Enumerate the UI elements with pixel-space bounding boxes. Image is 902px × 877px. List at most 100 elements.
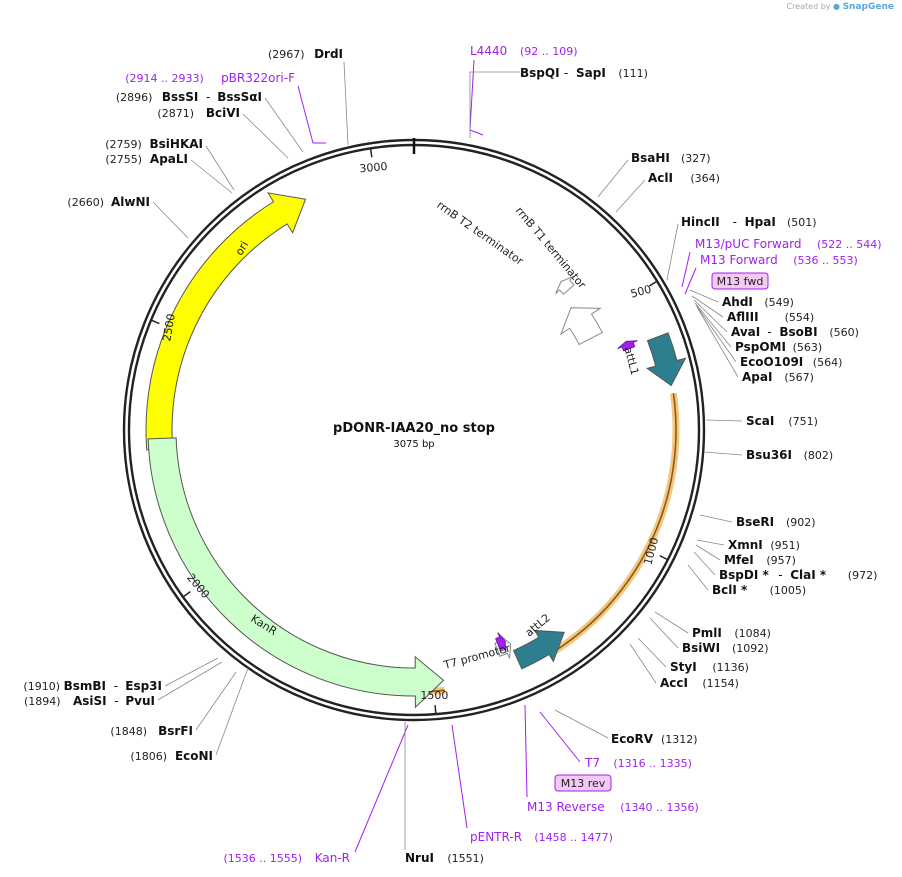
primer-box-m13-rev[interactable]: M13 rev — [554, 774, 612, 792]
site-name: AhdI — [722, 295, 753, 309]
primer-box-label: M13 rev — [561, 777, 606, 790]
site-position: (501) — [787, 216, 817, 229]
site-leader-line — [695, 544, 721, 561]
site-afliii[interactable]: AflIII (554) — [727, 310, 814, 324]
site-position: (1894) — [24, 695, 61, 708]
site-name: MfeI — [724, 553, 754, 567]
site-leader-line — [699, 514, 733, 523]
site-name-alt: BsoBI — [779, 325, 817, 339]
site-bsihkai[interactable]: BsiHKAI(2759) — [105, 137, 203, 151]
feature-attl1[interactable] — [646, 332, 687, 387]
site-position: (567) — [784, 371, 814, 384]
site-econi[interactable]: EcoNI(1806) — [130, 749, 213, 763]
site-nrui[interactable]: NruI(1551) — [405, 851, 484, 865]
site-name: BsaHI — [631, 151, 670, 165]
site-position: (1005) — [770, 584, 807, 597]
site-ecoo109i[interactable]: EcoO109I(564) — [740, 355, 842, 369]
primer-label-kan-r[interactable]: Kan-R(1536 .. 1555) — [223, 851, 350, 865]
tick-mark — [369, 149, 373, 158]
primer-label-m13-puc-forward[interactable]: M13/pUC Forward(522 .. 544) — [695, 237, 882, 251]
site-acli[interactable]: AclI(364) — [648, 171, 720, 185]
site-hincii[interactable]: HincII-HpaI(501) — [681, 215, 817, 229]
site-bspdi[interactable]: BspDI *-ClaI *(972) — [719, 568, 877, 582]
site-pspomi[interactable]: PspOMI(563) — [735, 340, 822, 354]
site-xmni[interactable]: XmnI(951) — [728, 538, 800, 552]
feature-ori[interactable] — [145, 192, 307, 451]
site-position: (563) — [793, 341, 823, 354]
site-drdi[interactable]: DrdI(2967) — [268, 47, 343, 61]
site-name-alt: BssSαI — [217, 90, 262, 104]
site-bspqi[interactable]: BspQI-SapI(111) — [520, 66, 648, 80]
site-leader-line — [469, 71, 520, 138]
site-position: (972) — [848, 569, 878, 582]
primer-range: (2914 .. 2933) — [125, 72, 204, 85]
feature-layer — [145, 192, 687, 709]
site-leader-line — [190, 159, 233, 194]
site-pmli[interactable]: PmlI(1084) — [692, 626, 771, 640]
site-styi[interactable]: StyI(1136) — [670, 660, 749, 674]
site-ecorv[interactable]: EcoRV(1312) — [611, 732, 698, 746]
primer-label-m13-forward[interactable]: M13 Forward(536 .. 553) — [700, 253, 858, 267]
site-scai[interactable]: ScaI(751) — [746, 414, 818, 428]
site-separator: - — [114, 694, 118, 708]
site-bsiwi[interactable]: BsiWI(1092) — [682, 641, 769, 655]
site-mfei[interactable]: MfeI(957) — [724, 553, 796, 567]
site-name: BspDI * — [719, 568, 769, 582]
site-separator: - — [114, 679, 118, 693]
feature-rrnb-t2-terminator[interactable] — [555, 275, 575, 295]
tick-label: 3000 — [359, 160, 388, 175]
tick-label: 1000 — [641, 536, 661, 566]
site-bcivi[interactable]: BciVI(2871) — [157, 106, 240, 120]
primer-name: Kan-R — [315, 851, 350, 865]
site-name: BseRI — [736, 515, 774, 529]
primer-name: T7 — [584, 756, 600, 770]
site-acci[interactable]: AccI(1154) — [660, 676, 739, 690]
primer-label-pbr322ori-f[interactable]: pBR322ori-F(2914 .. 2933) — [125, 71, 295, 85]
site-bseri[interactable]: BseRI(902) — [736, 515, 816, 529]
primer-box-bg — [711, 272, 769, 290]
primer-label-m13-reverse[interactable]: M13 Reverse(1340 .. 1356) — [527, 800, 699, 814]
feature-kanr[interactable] — [147, 437, 445, 709]
feature-rrnb-t1-terminator[interactable] — [559, 307, 603, 346]
site-position: (564) — [813, 356, 843, 369]
site-leader-line — [695, 304, 737, 363]
site-name: BciVI — [206, 106, 240, 120]
site-position: (554) — [785, 311, 815, 324]
primer-label-l4440[interactable]: L4440(92 .. 109) — [470, 44, 578, 58]
site-name: AflIII — [727, 310, 759, 324]
site-leader-line — [164, 657, 219, 687]
m13-rev-marker — [495, 632, 507, 653]
site-alwni[interactable]: AlwNI(2660) — [67, 195, 150, 209]
site-bsrfi[interactable]: BsrFI(1848) — [110, 724, 193, 738]
site-name: Bsu36I — [746, 448, 792, 462]
site-asisi[interactable]: PvuI-AsiSI(1894) — [24, 694, 155, 708]
site-bsmbi[interactable]: Esp3I-BsmBI(1910) — [23, 679, 162, 693]
site-bsu36i[interactable]: Bsu36I(802) — [746, 448, 833, 462]
site-ahdi[interactable]: AhdI(549) — [722, 295, 794, 309]
tick-label: 1500 — [420, 689, 448, 702]
feature-attl2[interactable] — [512, 629, 565, 670]
feature-label-rrnb-t2-terminator: rrnB T2 terminator — [434, 198, 526, 268]
feature-label-ori: ori — [233, 239, 251, 258]
site-avai[interactable]: AvaI-BsoBI(560) — [731, 325, 859, 339]
site-position: (1551) — [447, 852, 484, 865]
site-separator: - — [778, 568, 782, 582]
site-separator: - — [767, 325, 771, 339]
site-apai[interactable]: ApaI(567) — [742, 370, 814, 384]
plasmid-center: pDONR-IAA20_no stop 3075 bp — [333, 421, 495, 450]
site-name: EcoRV — [611, 732, 654, 746]
site-bcli[interactable]: BclI *(1005) — [712, 583, 806, 597]
site-position: (751) — [788, 415, 818, 428]
site-bsssi[interactable]: BssSαI-BssSI(2896) — [116, 90, 262, 104]
primer-label-pentr-r[interactable]: pENTR-R(1458 .. 1477) — [470, 830, 613, 844]
site-name: ApaLI — [150, 152, 188, 166]
site-bsahi[interactable]: BsaHI(327) — [631, 151, 711, 165]
site-apali[interactable]: ApaLI(2755) — [105, 152, 188, 166]
tick-mark — [659, 554, 668, 560]
primer-label-t7[interactable]: T7(1316 .. 1335) — [584, 756, 692, 770]
site-name: XmnI — [728, 538, 763, 552]
tick-mark — [649, 281, 657, 287]
primer-box-m13-fwd[interactable]: M13 fwd — [711, 272, 769, 290]
primer-box-label: M13 fwd — [717, 275, 764, 288]
